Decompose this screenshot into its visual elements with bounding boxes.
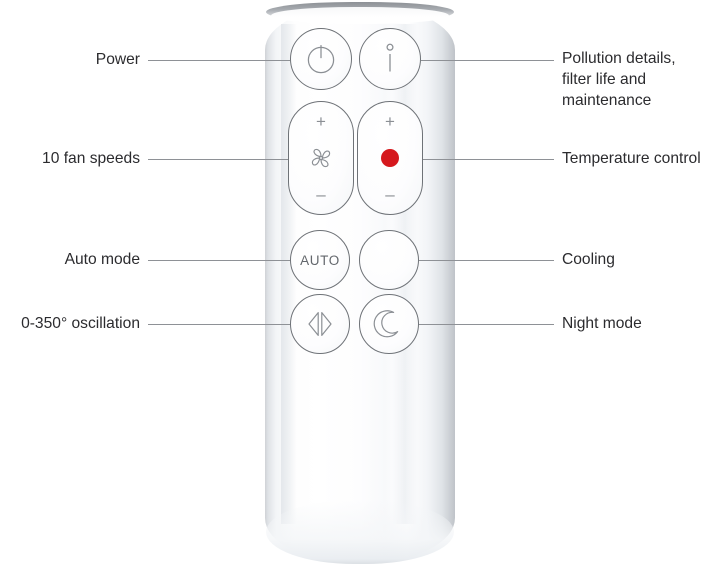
fan-speed-decrease[interactable]: – [316, 185, 326, 204]
leader-line-power [148, 60, 290, 61]
power-icon [304, 42, 338, 76]
leader-line-fan-speeds [148, 159, 288, 160]
auto-text-icon: AUTO [300, 252, 340, 268]
remote-body [265, 4, 455, 564]
power-button[interactable] [290, 28, 352, 90]
leader-line-night-mode [419, 324, 554, 325]
temperature-button[interactable]: + – [357, 101, 423, 215]
callout-cooling: Cooling [562, 251, 615, 268]
callout-fan-speeds: 10 fan speeds [42, 150, 140, 167]
remote-top-face [271, 7, 449, 24]
fan-icon [306, 143, 336, 173]
leader-line-cooling [419, 260, 554, 261]
callout-power: Power [95, 51, 140, 68]
red-dot-icon [381, 149, 399, 167]
leader-line-oscillation [148, 324, 290, 325]
callout-oscillation: 0-350° oscillation [21, 315, 140, 332]
info-icon [380, 42, 400, 76]
leader-line-temperature-control [423, 159, 554, 160]
oscillation-icon [303, 307, 337, 341]
leader-line-pollution-details [421, 60, 554, 61]
fan-speed-button[interactable]: + – [288, 101, 354, 215]
info-button[interactable] [359, 28, 421, 90]
callout-temperature-control: Temperature control [562, 150, 701, 167]
callout-auto-mode: Auto mode [64, 251, 140, 268]
fan-speed-increase[interactable]: + [316, 112, 326, 131]
night-mode-button[interactable] [359, 294, 419, 354]
leader-line-auto-mode [148, 260, 290, 261]
oscillation-button[interactable] [290, 294, 350, 354]
temperature-increase[interactable]: + [385, 112, 395, 131]
callout-pollution-details: Pollution details, filter life and maint… [562, 50, 676, 109]
moon-icon [372, 307, 406, 341]
remote-bottom-cap [266, 500, 454, 564]
auto-mode-button[interactable]: AUTO [290, 230, 350, 290]
callout-night-mode: Night mode [562, 315, 642, 332]
cooling-button[interactable] [359, 230, 419, 290]
temperature-decrease[interactable]: – [385, 185, 395, 204]
